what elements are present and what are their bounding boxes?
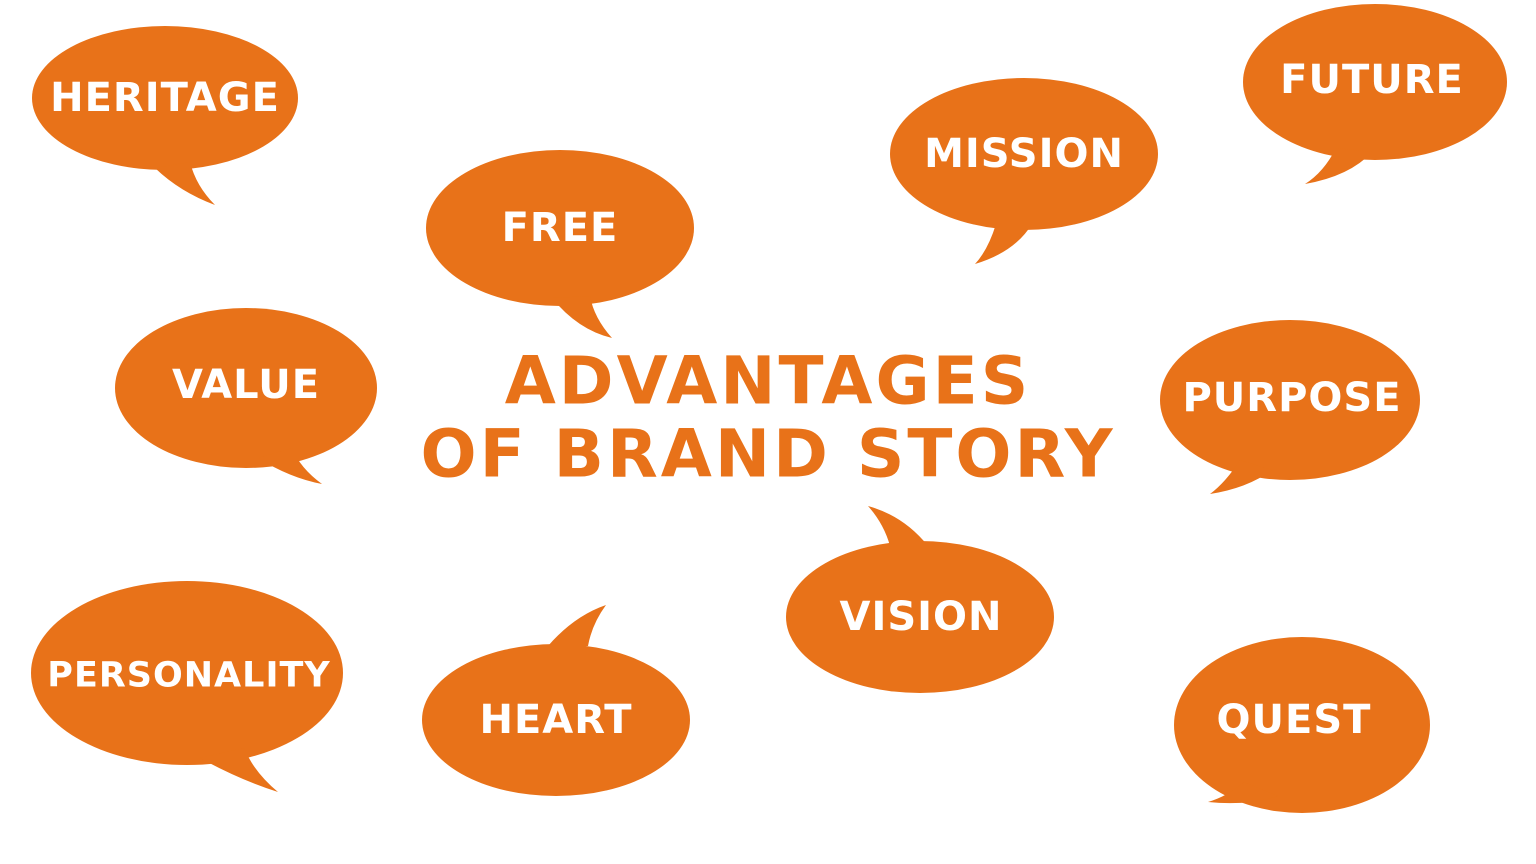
bubble-label-quest: QUEST [1216,697,1372,743]
bubble-label-vision: VISION [839,594,1003,640]
bubble-free [426,150,694,338]
title-line-2: OF BRAND STORY [420,415,1116,492]
title-line-1: ADVANTAGES [504,342,1032,420]
bubble-value [115,308,377,484]
bubble-label-purpose: PURPOSE [1182,375,1402,421]
bubble-mission [890,78,1158,264]
bubble-heritage [32,26,298,205]
bubble-heart [422,605,690,796]
bubble-label-personality: PERSONALITY [47,655,331,696]
diagram-title: ADVANTAGES OF BRAND STORY [420,345,1115,490]
bubble-label-heritage: HERITAGE [50,75,280,121]
bubble-personality [31,581,343,792]
bubble-label-heart: HEART [479,697,633,743]
bubble-vision [786,506,1054,693]
bubble-label-free: FREE [501,205,619,251]
bubble-purpose [1160,320,1420,494]
bubble-label-value: VALUE [171,362,321,408]
bubble-future [1243,4,1507,184]
bubble-quest [1174,637,1430,813]
bubble-label-mission: MISSION [924,131,1124,177]
bubble-label-future: FUTURE [1280,57,1464,103]
